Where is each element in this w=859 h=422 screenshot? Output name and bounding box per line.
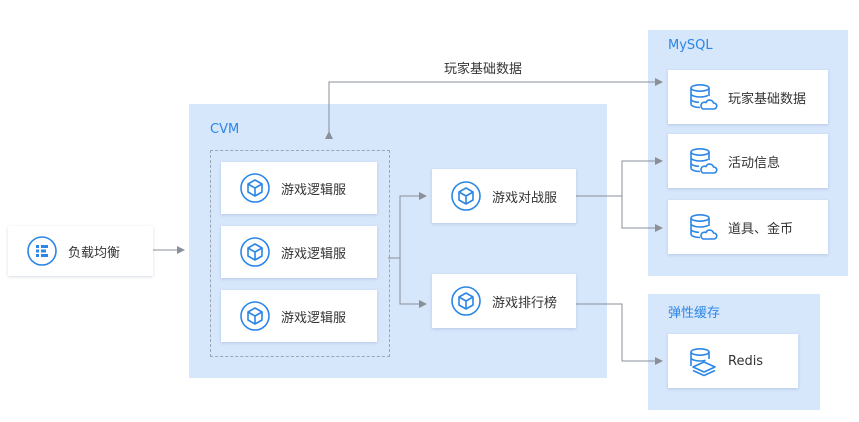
cube-icon [240, 237, 270, 267]
battle-server-label: 游戏对战服 [492, 190, 558, 206]
edge-battle-to-items [621, 196, 663, 232]
mysql-item-props-coins[interactable]: 道具、金币 [668, 200, 828, 254]
logic-server-card[interactable]: 游戏逻辑服 [221, 290, 377, 342]
battle-server-card[interactable]: 游戏对战服 [432, 169, 576, 223]
edge-battle-to-activity [576, 157, 663, 197]
edge-logic-to-ranking [399, 258, 427, 308]
logic-server-label: 游戏逻辑服 [281, 310, 347, 326]
mysql-item-label: 道具、金币 [728, 221, 794, 237]
database-cloud-icon [690, 213, 718, 240]
database-layers-icon [690, 347, 716, 377]
edge-ranking-to-redis [576, 303, 663, 365]
cvm-region-title: CVM [210, 122, 240, 137]
edge-player-data [325, 78, 663, 139]
mysql-item-player-data[interactable]: 玩家基础数据 [668, 70, 828, 124]
logic-server-card[interactable]: 游戏逻辑服 [221, 226, 377, 278]
load-balancer-card[interactable]: 负载均衡 [8, 226, 153, 276]
logic-server-label: 游戏逻辑服 [281, 182, 347, 198]
cube-icon [451, 286, 481, 316]
logic-server-group [210, 150, 390, 357]
logic-server-card[interactable]: 游戏逻辑服 [221, 162, 377, 214]
mysql-item-label: 活动信息 [728, 155, 781, 171]
redis-card[interactable]: Redis [668, 334, 798, 388]
ranking-server-label: 游戏排行榜 [492, 295, 558, 311]
ranking-server-card[interactable]: 游戏排行榜 [432, 274, 576, 328]
redis-label: Redis [728, 353, 764, 369]
edge-logic-to-battle [388, 192, 427, 259]
cache-region-title: 弹性缓存 [668, 306, 721, 321]
edge-label-player-data: 玩家基础数据 [444, 62, 523, 77]
cube-icon [451, 181, 481, 211]
cube-icon [240, 301, 270, 331]
database-cloud-icon [690, 83, 718, 110]
mysql-region-title: MySQL [668, 38, 713, 53]
cube-icon [240, 173, 270, 203]
load-balancer-icon [27, 236, 57, 266]
mysql-item-activity[interactable]: 活动信息 [668, 134, 828, 188]
load-balancer-label: 负载均衡 [68, 245, 121, 261]
mysql-item-label: 玩家基础数据 [728, 91, 807, 107]
database-cloud-icon [690, 147, 718, 174]
logic-server-label: 游戏逻辑服 [281, 246, 347, 262]
